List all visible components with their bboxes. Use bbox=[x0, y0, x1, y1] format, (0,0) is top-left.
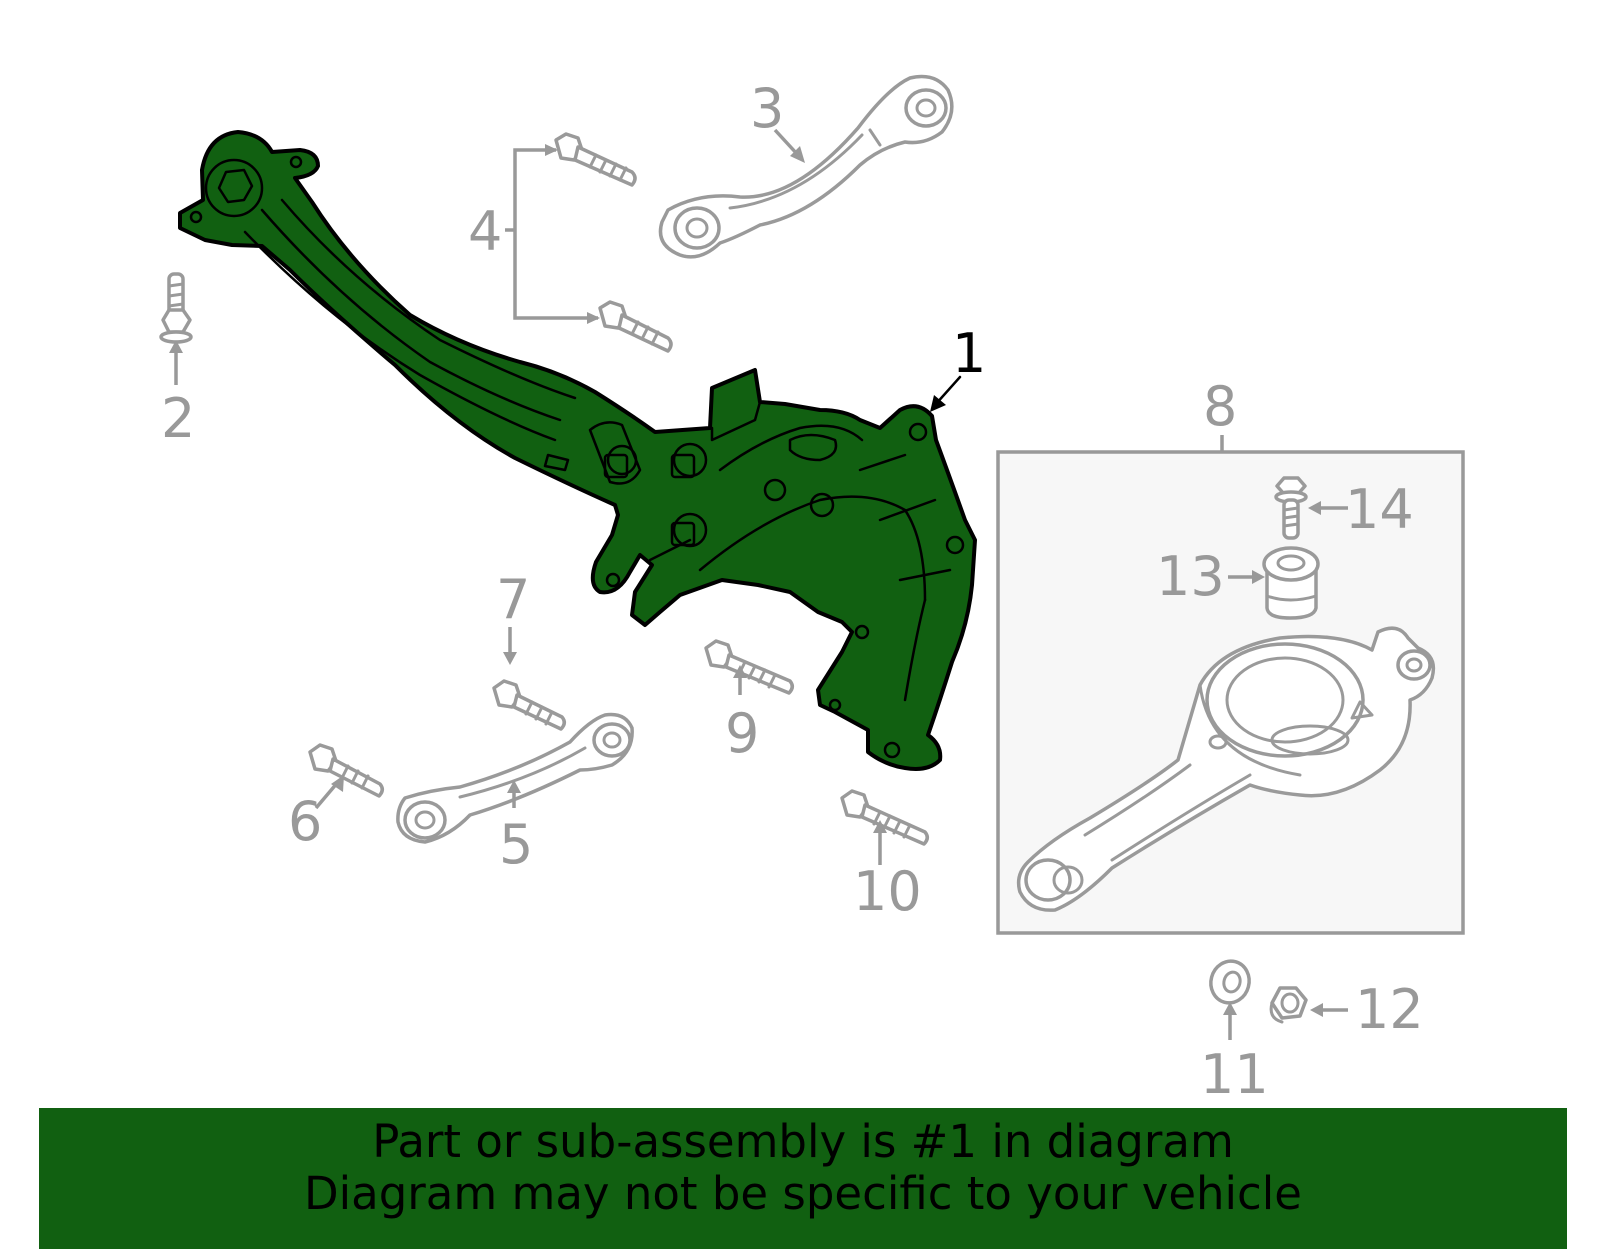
part-9-bolt[interactable] bbox=[704, 639, 794, 695]
callout-2: 2 bbox=[161, 387, 195, 450]
part-13-bushing[interactable] bbox=[1262, 546, 1320, 620]
callout-7: 7 bbox=[496, 568, 530, 631]
callout-11: 11 bbox=[1200, 1043, 1269, 1106]
callout-13: 13 bbox=[1156, 545, 1225, 608]
part-4-bolt-lower[interactable] bbox=[598, 300, 673, 353]
part-14-bolt[interactable] bbox=[1274, 476, 1308, 540]
part-11-washer[interactable] bbox=[1206, 957, 1254, 1007]
part-2-bolt[interactable] bbox=[159, 272, 193, 344]
callout-4: 4 bbox=[468, 200, 502, 263]
callout-3: 3 bbox=[750, 77, 784, 140]
notice-banner: Part or sub-assembly is #1 in diagram Di… bbox=[39, 1108, 1567, 1249]
callout-6: 6 bbox=[288, 790, 322, 853]
part-8-lower-control-arm[interactable] bbox=[1016, 626, 1436, 912]
part-1-knuckle-trailing-arm[interactable] bbox=[178, 130, 977, 771]
part-4-bolt-upper[interactable] bbox=[554, 132, 637, 187]
banner-line-2: Diagram may not be specific to your vehi… bbox=[304, 1167, 1302, 1220]
callout-12: 12 bbox=[1355, 978, 1424, 1041]
part-7-bolt[interactable] bbox=[492, 679, 566, 731]
part-12-nut[interactable] bbox=[1269, 986, 1308, 1024]
callout-9: 9 bbox=[725, 702, 759, 765]
callout-1: 1 bbox=[952, 322, 986, 385]
callout-10: 10 bbox=[853, 860, 922, 923]
part-5-link-arm[interactable] bbox=[396, 712, 634, 844]
part-3-control-arm[interactable] bbox=[658, 74, 954, 259]
banner-line-1: Part or sub-assembly is #1 in diagram bbox=[372, 1115, 1234, 1168]
part-6-bolt[interactable] bbox=[308, 743, 384, 798]
callout-5: 5 bbox=[499, 813, 533, 876]
leader-arrows bbox=[169, 128, 1348, 1040]
part-10-bolt[interactable] bbox=[840, 789, 929, 846]
callout-8: 8 bbox=[1203, 375, 1237, 438]
callout-14: 14 bbox=[1345, 478, 1414, 541]
